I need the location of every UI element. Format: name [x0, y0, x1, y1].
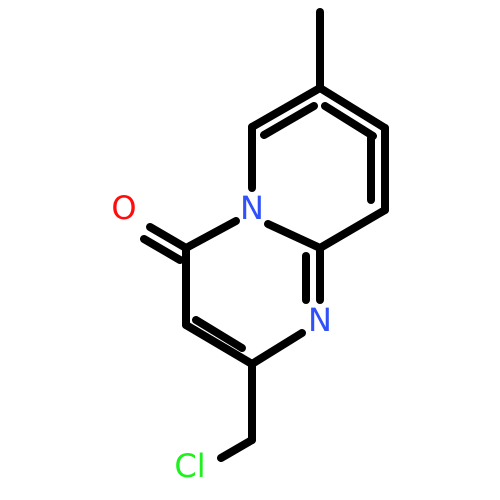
bond-c7-c8-inner [321, 102, 377, 140]
bond-n1-c2 [248, 329, 306, 368]
atom-labels: O N N Cl [111, 189, 332, 485]
atom-label-nitrogen-ring: N [308, 301, 332, 339]
bond-carbonyl-1 [146, 223, 190, 252]
bond-c6-c7 [248, 84, 324, 131]
bond-c9-c9a [316, 206, 389, 252]
bond-c2-c3-inner [192, 316, 246, 352]
bond-n5-c9a [264, 220, 324, 252]
bond-ch2-cl [217, 436, 256, 462]
atom-label-oxygen: O [111, 189, 136, 227]
bond-carbonyl-2 [140, 235, 184, 264]
bond-c2-c3 [182, 321, 256, 368]
atom-label-chlorine: Cl [174, 447, 205, 485]
atom-label-nitrogen-bridgehead: N [240, 189, 264, 227]
bonds [140, 8, 389, 462]
bond-c4-n5 [182, 217, 240, 252]
bond-c6-c7-inner [260, 102, 318, 139]
bond-c7-c8 [316, 84, 389, 132]
